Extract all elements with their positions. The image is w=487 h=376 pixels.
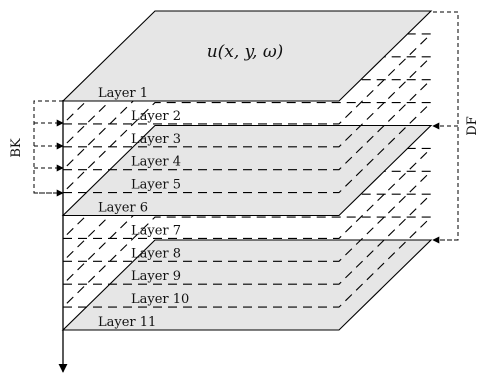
df-bracket — [432, 11, 459, 244]
layer-label-6: Layer 6 — [98, 201, 148, 216]
layer-label-1: Layer 1 — [98, 86, 148, 101]
layer-planes: Layer 11 Layer 10 Layer 9 Layer 8 Layer 7 Lay… — [61, 10, 433, 331]
layer-plane-10 — [61, 216, 433, 308]
layer-label-3: Layer 3 — [131, 132, 181, 147]
layer-label-9: Layer 9 — [131, 269, 181, 284]
layer-label-7: Layer 7 — [131, 223, 181, 238]
df-label: DF — [465, 116, 480, 135]
layer-label-10: Layer 10 — [131, 292, 189, 307]
layer-label-4: Layer 4 — [131, 155, 181, 170]
layer-label-2: Layer 2 — [131, 109, 181, 124]
layer-plane-9 — [61, 193, 433, 285]
surface-label: u(x, y, ω) — [207, 42, 284, 62]
bk-label: BK — [9, 138, 24, 158]
layer-plane-5 — [61, 102, 433, 194]
layer-label-8: Layer 8 — [131, 246, 181, 261]
bk-bracket — [33, 100, 64, 197]
layer-label-11: Layer 11 — [98, 315, 156, 330]
layer-label-5: Layer 5 — [131, 178, 181, 193]
layer-plane-1 — [61, 10, 433, 102]
layer-plane-4 — [61, 79, 433, 171]
